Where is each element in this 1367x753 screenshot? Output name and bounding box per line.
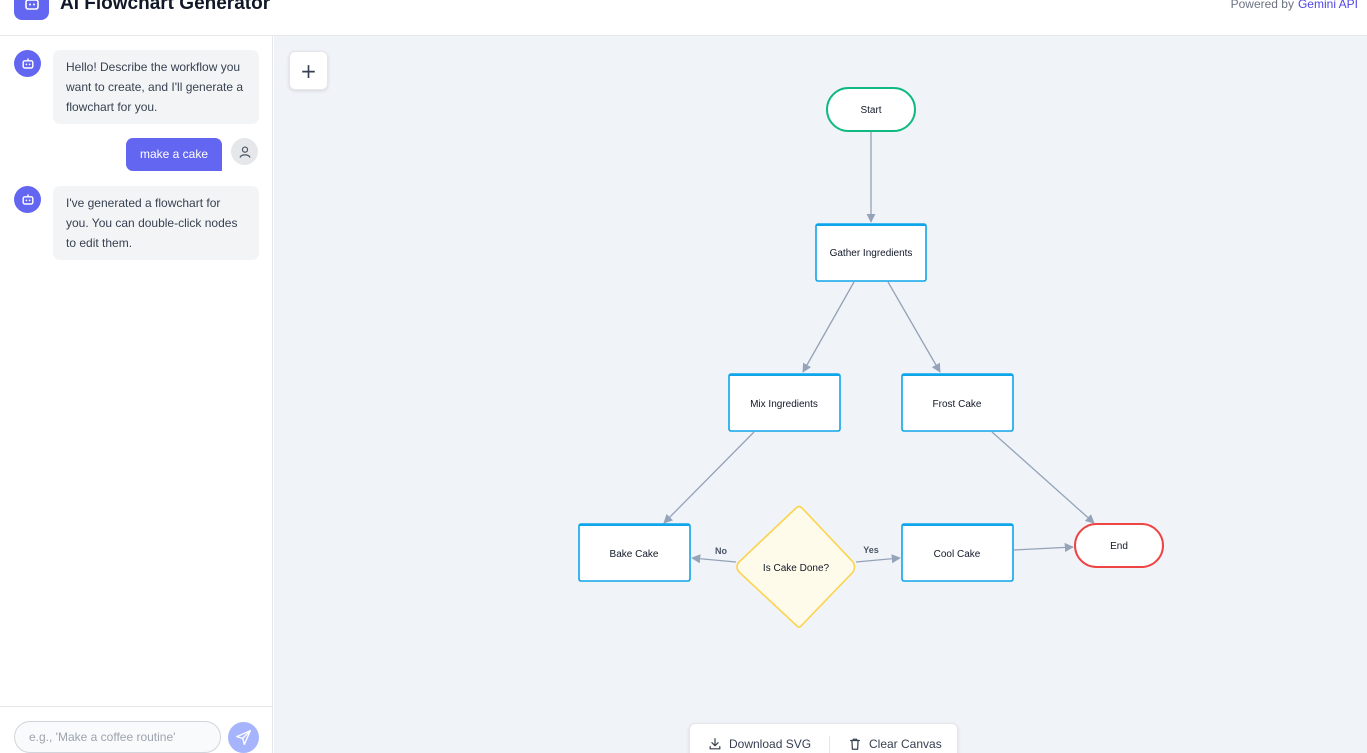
flowchart-canvas[interactable]: + No Yes Start Ga (274, 36, 1367, 753)
node-start-label: Start (860, 105, 881, 116)
node-end[interactable]: End (1074, 523, 1164, 568)
node-decision-label: Is Cake Done? (763, 563, 830, 574)
node-frost-label: Frost Cake (933, 399, 982, 410)
robot-icon (14, 50, 41, 77)
node-end-label: End (1110, 541, 1128, 552)
edge-gather-frost (887, 281, 941, 373)
user-icon (231, 138, 258, 165)
powered-by-label: Powered by (1230, 0, 1294, 11)
edge-label-no: No (715, 546, 727, 556)
node-decision[interactable]: Is Cake Done? (736, 505, 856, 628)
edge-cool-end (1013, 542, 1074, 552)
download-svg-button[interactable]: Download SVG (708, 724, 811, 753)
edge-decision-bake (691, 554, 737, 564)
node-gather-ingredients[interactable]: Gather Ingredients (815, 223, 927, 282)
bot-message: I've generated a flowchart for you. You … (53, 186, 259, 260)
canvas-toolbar: Download SVG Clear Canvas (689, 723, 958, 753)
clear-canvas-button[interactable]: Clear Canvas (848, 724, 942, 753)
flowchart-diagram: No Yes Start Gather Ingredients Mix Ingr… (578, 87, 1164, 628)
chat-input[interactable] (14, 721, 221, 753)
zoom-in-button[interactable]: + (289, 51, 328, 90)
user-message: make a cake (126, 138, 223, 171)
node-mix-label: Mix Ingredients (750, 399, 818, 410)
toolbar-divider (829, 736, 830, 753)
chat-sidebar: Hello! Describe the workflow you want to… (0, 36, 273, 753)
clear-canvas-label: Clear Canvas (869, 737, 942, 751)
brand-link[interactable]: Gemini API (1297, 0, 1358, 11)
robot-icon (14, 0, 49, 20)
node-bake-cake[interactable]: Bake Cake (578, 523, 691, 582)
download-icon (709, 738, 721, 750)
robot-icon (14, 186, 41, 213)
app-title: AI Flowchart Generator (60, 0, 271, 14)
node-bake-label: Bake Cake (610, 549, 659, 560)
download-svg-label: Download SVG (729, 737, 812, 751)
send-icon (236, 730, 251, 745)
edge-mix-bake (663, 431, 755, 524)
chat-input-area (0, 706, 273, 753)
bot-message: Hello! Describe the workflow you want to… (53, 50, 259, 124)
node-cool-cake[interactable]: Cool Cake (901, 523, 1014, 582)
node-cool-label: Cool Cake (934, 549, 981, 560)
node-mix-ingredients[interactable]: Mix Ingredients (728, 373, 841, 432)
edge-decision-cool (855, 554, 901, 564)
node-start[interactable]: Start (826, 87, 916, 132)
send-button[interactable] (228, 722, 259, 753)
edge-gather-mix (802, 281, 855, 373)
node-gather-label: Gather Ingredients (830, 248, 913, 259)
edge-frost-end (991, 431, 1095, 524)
edge-label-yes: Yes (863, 545, 879, 555)
node-frost-cake[interactable]: Frost Cake (901, 373, 1014, 432)
trash-icon (850, 738, 860, 750)
